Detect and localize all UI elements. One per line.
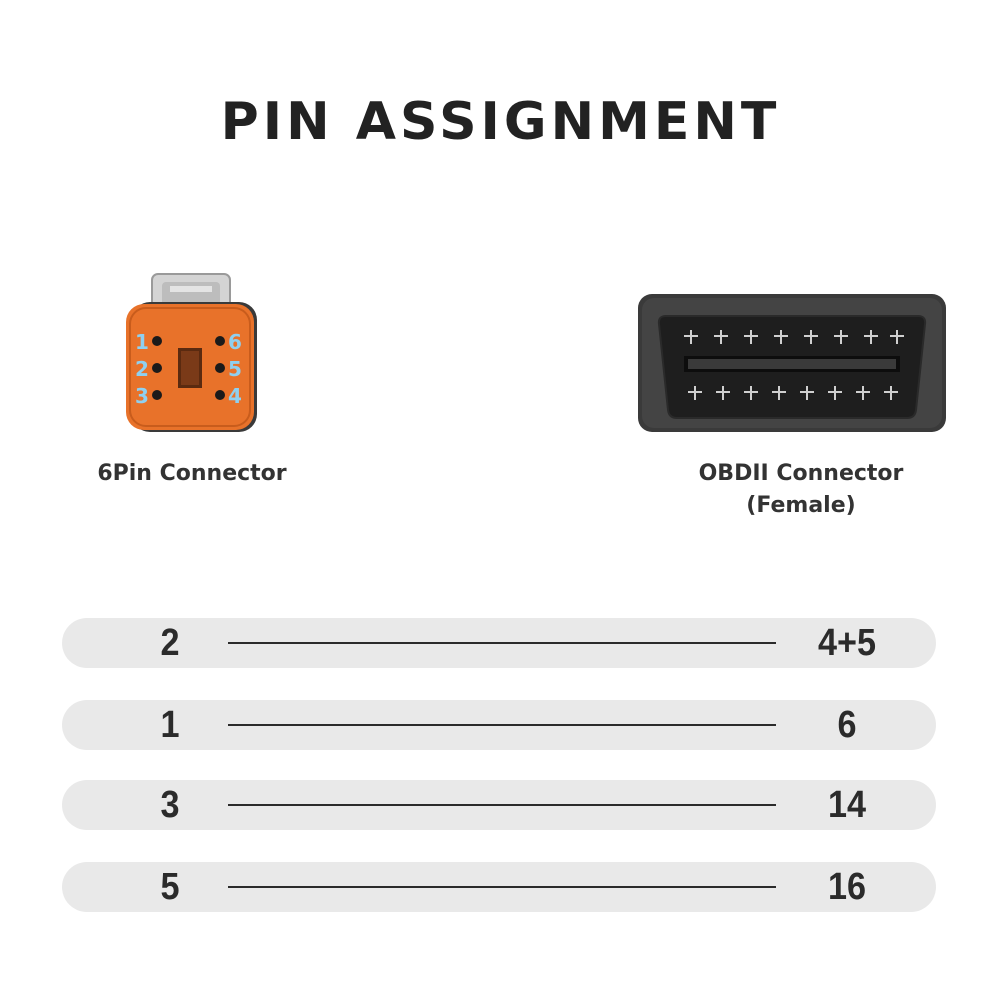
pin-map-row: 5 16 [62,862,936,912]
pin-label-5: 5 [228,357,242,381]
obd-pin-number: 16 [827,866,867,908]
pin-label-6: 6 [228,330,242,354]
obdii-caption-line2: (Female) [746,493,856,518]
pin-label-1: 1 [135,330,149,354]
wire-line [228,886,776,888]
six-pin-number: 2 [160,622,180,664]
pin-label-3: 3 [135,384,149,408]
pin-map-row: 1 6 [62,700,936,750]
wire-line [228,804,776,806]
six-pin-caption-text: 6Pin Connector [97,461,287,486]
obd-pin-number: 6 [837,704,857,746]
pin-map-row: 2 4+5 [62,618,936,668]
six-pin-connector-image: 1 2 3 6 5 4 [126,273,257,432]
obdii-connector-image [638,294,946,432]
obd-pin-number: 14 [827,784,867,826]
obdii-connector-caption: OBDII Connector (Female) [660,458,942,522]
six-pin-number: 5 [160,866,180,908]
six-pin-connector-caption: 6Pin Connector [62,458,322,490]
obdii-caption-line1: OBDII Connector [698,461,904,486]
pin-label-4: 4 [228,384,242,408]
page-title: PIN ASSIGNMENT [220,92,781,152]
pin-map-row: 3 14 [62,780,936,830]
six-pin-number: 3 [160,784,180,826]
wire-line [228,642,776,644]
wire-line [228,724,776,726]
obd-pin-number: 4+5 [817,622,877,664]
pin-label-2: 2 [135,357,149,381]
six-pin-number: 1 [160,704,180,746]
